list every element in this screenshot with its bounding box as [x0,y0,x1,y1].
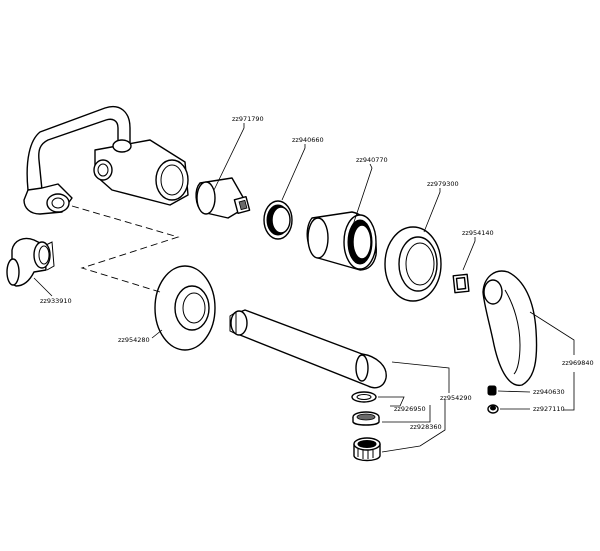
label-zz926950: zz926950 [394,405,426,413]
spout [229,309,387,389]
aerator-housing [353,437,381,462]
label-zz979300: zz979300 [427,180,459,188]
label-zz927110: zz927110 [533,405,565,413]
lever-handle [482,270,538,386]
alignment-lines [71,205,180,293]
label-zz940630: zz940630 [533,388,565,396]
leader-lines [33,123,575,453]
square-insert [452,273,470,294]
label-zz940660: zz940660 [292,136,324,144]
label-zz971790: zz971790 [232,115,264,123]
label-zz928360: zz928360 [410,423,442,431]
label-zz954280: zz954280 [118,336,150,344]
label-zz940770: zz940770 [356,156,388,164]
aerator-screen [352,411,380,426]
locking-nut [263,200,293,240]
outlet-rosette [154,265,216,351]
label-zz933910: zz933910 [40,297,72,305]
label-zz954140: zz954140 [462,229,494,237]
rosette-ring [384,226,442,302]
aerator-washer [351,391,377,403]
part-labels: zz971790 zz940660 zz940770 zz979300 zz95… [40,115,594,431]
cover-cap [487,404,499,414]
wall-body-pipe [23,106,189,215]
elbow-connector [6,237,55,287]
label-zz969840: zz969840 [562,359,594,367]
cartridge-part [195,177,251,219]
grub-screw [487,385,497,396]
sleeve [306,211,377,271]
label-zz954290: zz954290 [440,394,472,402]
